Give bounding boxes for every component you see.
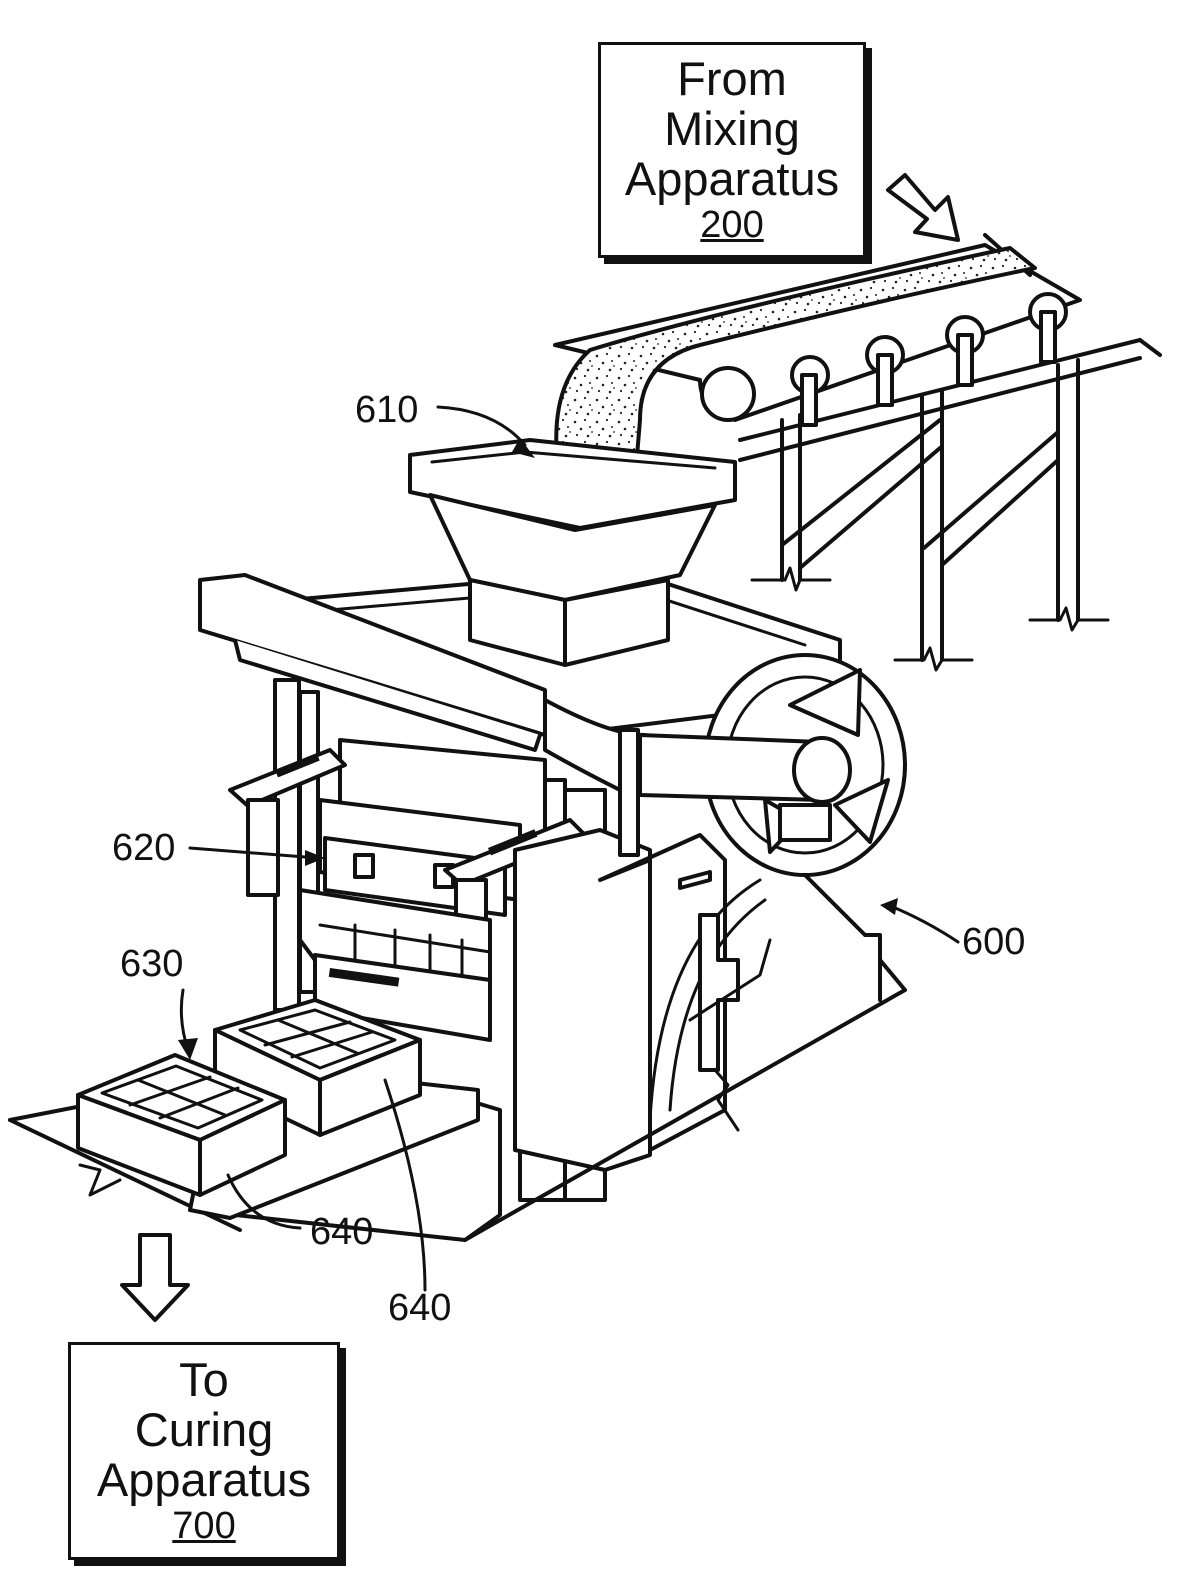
leader-lines — [178, 405, 960, 1292]
conveyor-belt — [553, 233, 1082, 482]
from-box-line2: Mixing — [664, 102, 800, 155]
label-press: 620 — [112, 827, 176, 869]
to-box-number: 700 — [172, 1505, 236, 1547]
block-back — [213, 998, 422, 1137]
from-box-line3: Apparatus — [624, 152, 840, 205]
from-box: From Mixing Apparatus 200 — [598, 42, 866, 258]
label-hopper: 610 — [355, 389, 419, 431]
hopper — [408, 438, 737, 667]
to-box: To Curing Apparatus 700 — [68, 1342, 340, 1560]
label-block-back: 640 — [388, 1287, 452, 1329]
to-box-line1: To — [179, 1353, 229, 1406]
conveyor-support — [738, 338, 1162, 672]
machine-body — [228, 678, 772, 1202]
label-mold: 630 — [120, 943, 184, 985]
from-box-number: 200 — [700, 204, 764, 246]
to-box-line3: Apparatus — [96, 1453, 312, 1506]
block-front — [76, 1053, 287, 1197]
label-block-front: 640 — [310, 1211, 374, 1253]
label-machine: 600 — [962, 921, 1026, 963]
flywheel — [638, 653, 907, 1002]
arrow-out-icon — [120, 1233, 190, 1322]
arrow-in-icon — [886, 173, 960, 242]
to-box-line2: Curing — [134, 1403, 274, 1456]
from-box-line1: From — [677, 52, 787, 105]
